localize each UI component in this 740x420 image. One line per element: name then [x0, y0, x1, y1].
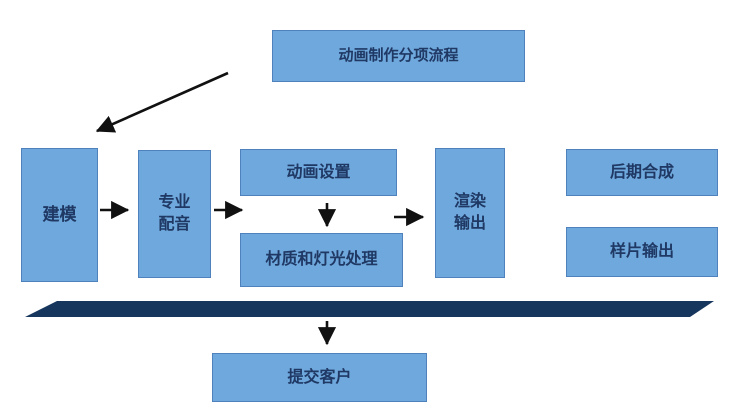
- node-render-output-label: 渲染 输出: [454, 191, 486, 235]
- node-dubbing-line2: 配音: [158, 216, 191, 233]
- node-dubbing-line1: 专业: [158, 194, 191, 211]
- node-animation-setup: 动画设置: [240, 149, 409, 209]
- node-submit-client: 提交客户: [212, 353, 439, 415]
- node-render-output-line1: 渲染: [453, 193, 486, 210]
- node-material-lighting-label: 材质和灯光处理: [265, 251, 378, 268]
- divider-bar: [25, 301, 714, 317]
- node-dubbing-label: 专业 配音: [158, 192, 190, 236]
- node-dubbing: 专业 配音: [138, 150, 223, 291]
- node-modeling-label: 建模: [42, 205, 77, 224]
- node-post-compositing: 后期合成: [566, 149, 730, 209]
- node-title-label: 动画制作分项流程: [338, 47, 459, 64]
- node-title: 动画制作分项流程: [272, 30, 537, 95]
- node-post-compositing-label: 后期合成: [609, 163, 674, 181]
- node-animation-setup-label: 动画设置: [286, 163, 351, 181]
- node-modeling: 建模: [21, 148, 110, 295]
- node-sample-output-label: 样片输出: [609, 243, 674, 260]
- arrow-title-to-modeling: [95, 71, 229, 133]
- node-sample-output: 样片输出: [566, 227, 730, 290]
- node-render-output-line2: 输出: [453, 215, 486, 232]
- node-submit-client-label: 提交客户: [287, 368, 352, 386]
- node-render-output: 渲染 输出: [435, 148, 517, 291]
- node-material-lighting: 材质和灯光处理: [240, 233, 415, 300]
